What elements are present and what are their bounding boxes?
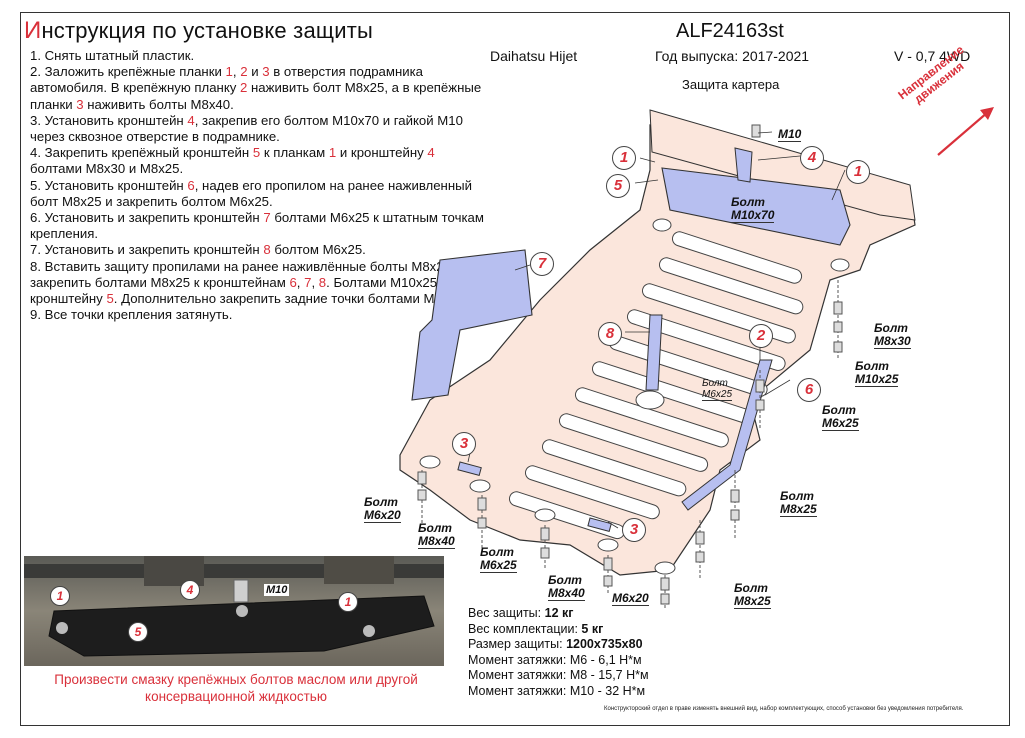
callout-6: 6	[797, 378, 821, 402]
photo-m10-label: М10	[264, 584, 290, 596]
part-number: 4	[187, 112, 195, 128]
part-number: 3	[76, 96, 84, 112]
part-number: 3	[262, 64, 270, 80]
spec-weight: Вес защиты: 12 кг	[468, 606, 574, 620]
m10-nut-label: М10	[778, 127, 802, 142]
part-number: 7	[304, 274, 312, 290]
bracket-4	[734, 147, 753, 183]
part-number: 8	[318, 274, 327, 290]
callout-7: 7	[530, 252, 554, 276]
step-4: 4. Закрепить крепёжный кронштейн 5 к пла…	[30, 145, 435, 177]
leader-lines	[467, 131, 846, 529]
page-title: Инструкция по установке защиты	[24, 17, 373, 45]
part-number: 7	[263, 210, 271, 226]
part-number: 4	[427, 145, 435, 161]
step-1: 1. Снять штатный пластик.	[30, 48, 195, 63]
part-number: 1	[328, 145, 337, 161]
photo-callout-4: 4	[180, 580, 200, 600]
lubrication-warning: Произвести смазку крепёжных болтов масло…	[54, 672, 418, 704]
bracket-7	[411, 249, 533, 401]
protection-caption: Защита картера	[682, 77, 780, 92]
vehicle-model: Daihatsu Hijet	[490, 48, 578, 64]
photo-illustration	[24, 556, 444, 666]
spec-torque-m8: Момент затяжки: М8 - 15,7 Н*м	[468, 668, 649, 683]
part-number: 5	[252, 145, 261, 161]
bracket-8	[645, 314, 663, 391]
step-7: 7. Установить и закрепить кронштейн 8 бо…	[30, 242, 366, 258]
production-years: Год выпуска: 2017-2021	[655, 48, 810, 64]
callout-5: 5	[606, 174, 630, 198]
step-2: 2. Заложить крепёжные планки 1, 2 и 3 в …	[30, 64, 482, 112]
assembly-diagram	[399, 107, 994, 610]
part-number: 2	[240, 64, 248, 80]
installation-steps: 1. Снять штатный пластик.2. Заложить кре…	[30, 48, 485, 323]
title-initial: И	[24, 17, 42, 44]
bracket-6	[681, 359, 773, 511]
specifications: Вес защиты: 12 кг Вес комплектации: 5 кг…	[468, 606, 649, 700]
step-5: 5. Установить кронштейн 6, надев его про…	[30, 177, 472, 209]
part-number: 6	[187, 177, 195, 193]
step-8: 8. Вставить защиту пропилами на ранее на…	[30, 258, 467, 307]
spec-torque-m6: Момент затяжки: М6 - 6,1 Н*м	[468, 652, 642, 667]
callout-8: 8	[598, 322, 622, 346]
photo-callout-5: 5	[128, 622, 148, 642]
callout-3-right: 3	[622, 518, 646, 542]
installation-photo: 1 4 1 5 М10	[24, 556, 444, 666]
disclaimer: Конструкторский отдел в праве изменять в…	[604, 706, 964, 712]
callout-3-left: 3	[452, 432, 476, 456]
photo-callout-1-right: 1	[338, 592, 358, 612]
step-9: 9. Все точки крепления затянуть.	[30, 307, 233, 323]
title-text: нструкция по установке защиты	[41, 18, 373, 43]
part-number: 5	[106, 291, 114, 307]
photo-callout-1-left: 1	[50, 586, 70, 606]
step-6: 6. Установить и закрепить кронштейн 7 бо…	[30, 210, 484, 242]
direction-arrow	[937, 111, 989, 156]
step-3: 3. Установить кронштейн 4, закрепив его …	[30, 112, 463, 145]
spec-size: Размер защиты: 1200х735х80	[468, 637, 643, 652]
bracket-5	[661, 167, 851, 246]
bolt-columns	[417, 124, 843, 610]
spec-kit-weight: Вес комплектации: 5 кг	[468, 621, 604, 636]
article-number: ALF24163st	[676, 20, 784, 42]
part-number: 1	[225, 64, 233, 80]
callout-2: 2	[749, 324, 773, 348]
plate-3-left	[457, 461, 482, 477]
part-number: 8	[263, 242, 271, 258]
version-label: V - 0,7 4WD	[894, 48, 971, 64]
page-frame	[20, 12, 1010, 726]
callout-1-top-right: 1	[846, 160, 870, 184]
plate-3-right	[587, 517, 612, 533]
part-number: 2	[240, 80, 248, 96]
callout-4: 4	[800, 146, 824, 170]
bolt-m6x20-bottom-label: М6х20	[612, 591, 649, 606]
part-number: 6	[289, 274, 297, 290]
spec-torque-m10: Момент затяжки: М10 - 32 Н*м	[468, 683, 646, 698]
callout-1-top-left: 1	[612, 146, 636, 170]
